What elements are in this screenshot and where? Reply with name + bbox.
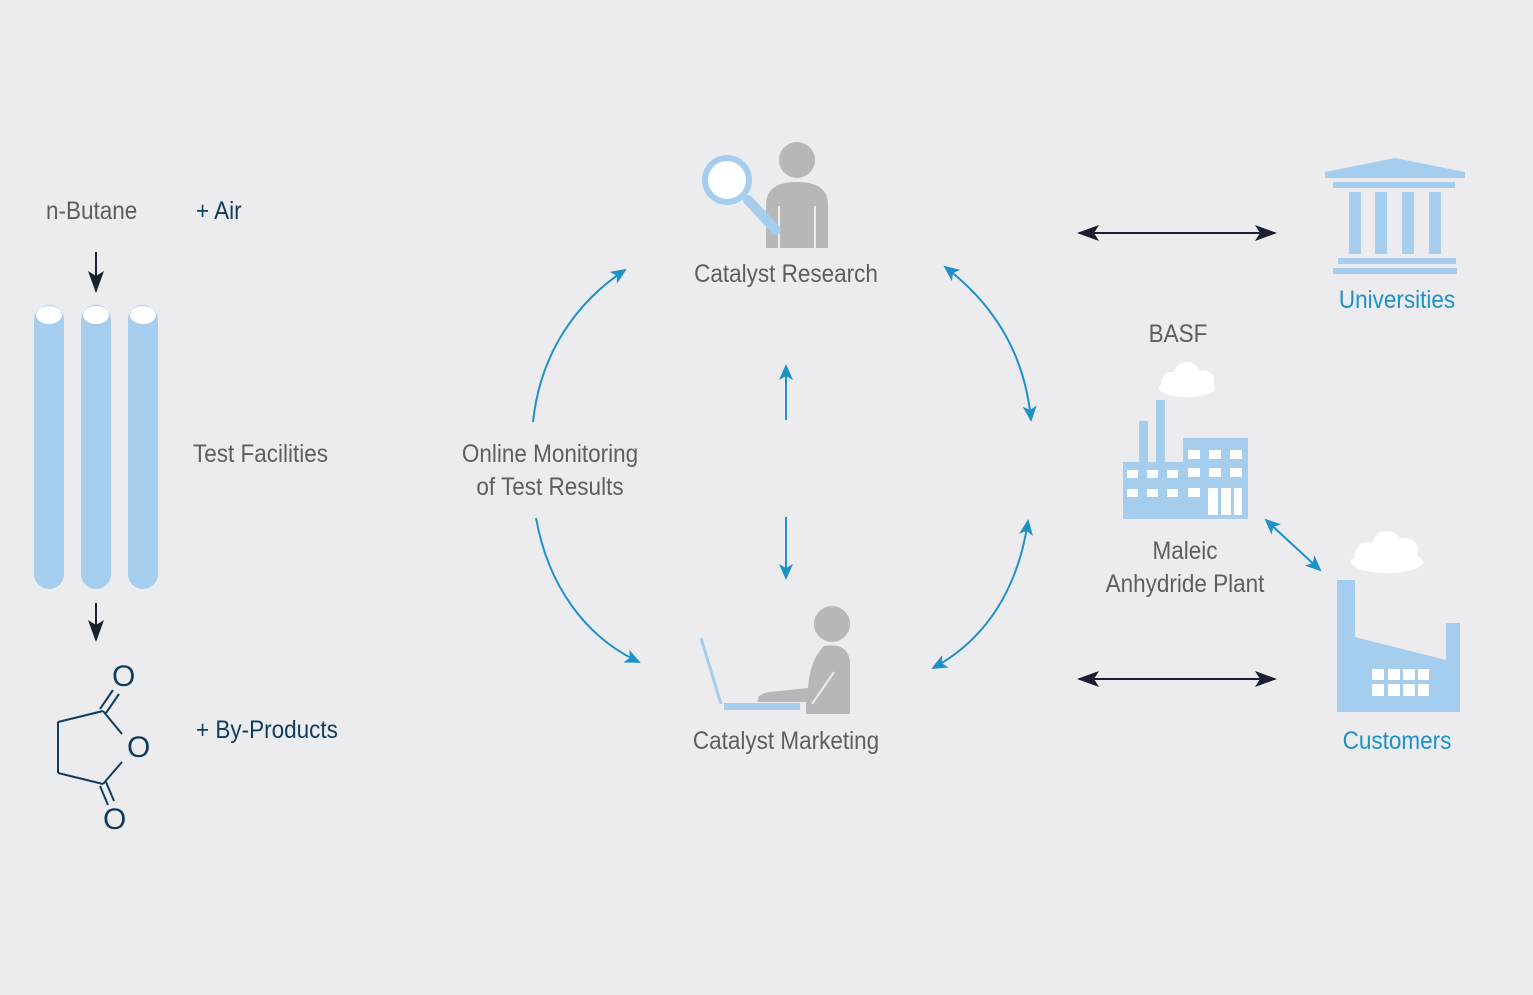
maleic-anhydride-icon (57, 689, 123, 806)
air-label: + Air (196, 197, 242, 225)
arrow-plant-to-marketing (931, 519, 1033, 669)
university-icon (1325, 158, 1465, 274)
catalyst-marketing-label: Catalyst Marketing (692, 727, 880, 755)
cloud-icon (1159, 362, 1215, 397)
basf-label: BASF (1148, 320, 1208, 348)
laptop-icon (699, 637, 800, 710)
monitoring-label-line2: of Test Results (476, 473, 624, 501)
molecule-oxygen-ring: O (127, 731, 151, 764)
marketer-icon (757, 606, 850, 714)
universities-label: Universities (1338, 286, 1456, 314)
arrow-monitoring-to-research (532, 268, 627, 423)
arrow-research-to-plant (943, 265, 1037, 422)
factory-icon (1337, 580, 1460, 712)
plant-label-line1: Maleic (1152, 537, 1218, 565)
cloud-icon (1351, 531, 1423, 573)
feed-label: n-Butane (46, 197, 138, 225)
test-facilities-label: Test Facilities (193, 440, 329, 468)
researcher-icon (766, 142, 828, 248)
test-tube-icon (34, 305, 64, 589)
byproducts-label: + By-Products (196, 716, 338, 744)
plant-label-line2: Anhydride Plant (1105, 570, 1265, 598)
test-tube-icon (81, 305, 111, 589)
customers-label: Customers (1342, 727, 1452, 755)
test-tube-icon (128, 305, 158, 589)
arrow-plant-customers (1264, 518, 1322, 572)
arrow-monitoring-to-marketing (535, 517, 641, 663)
monitoring-label-line1: Online Monitoring (461, 440, 639, 468)
catalyst-research-label: Catalyst Research (694, 260, 878, 288)
molecule-oxygen-top: O (112, 660, 136, 693)
molecule-oxygen-bottom: O (103, 803, 127, 836)
factory-icon (1123, 400, 1248, 519)
magnifier-icon (702, 155, 781, 235)
